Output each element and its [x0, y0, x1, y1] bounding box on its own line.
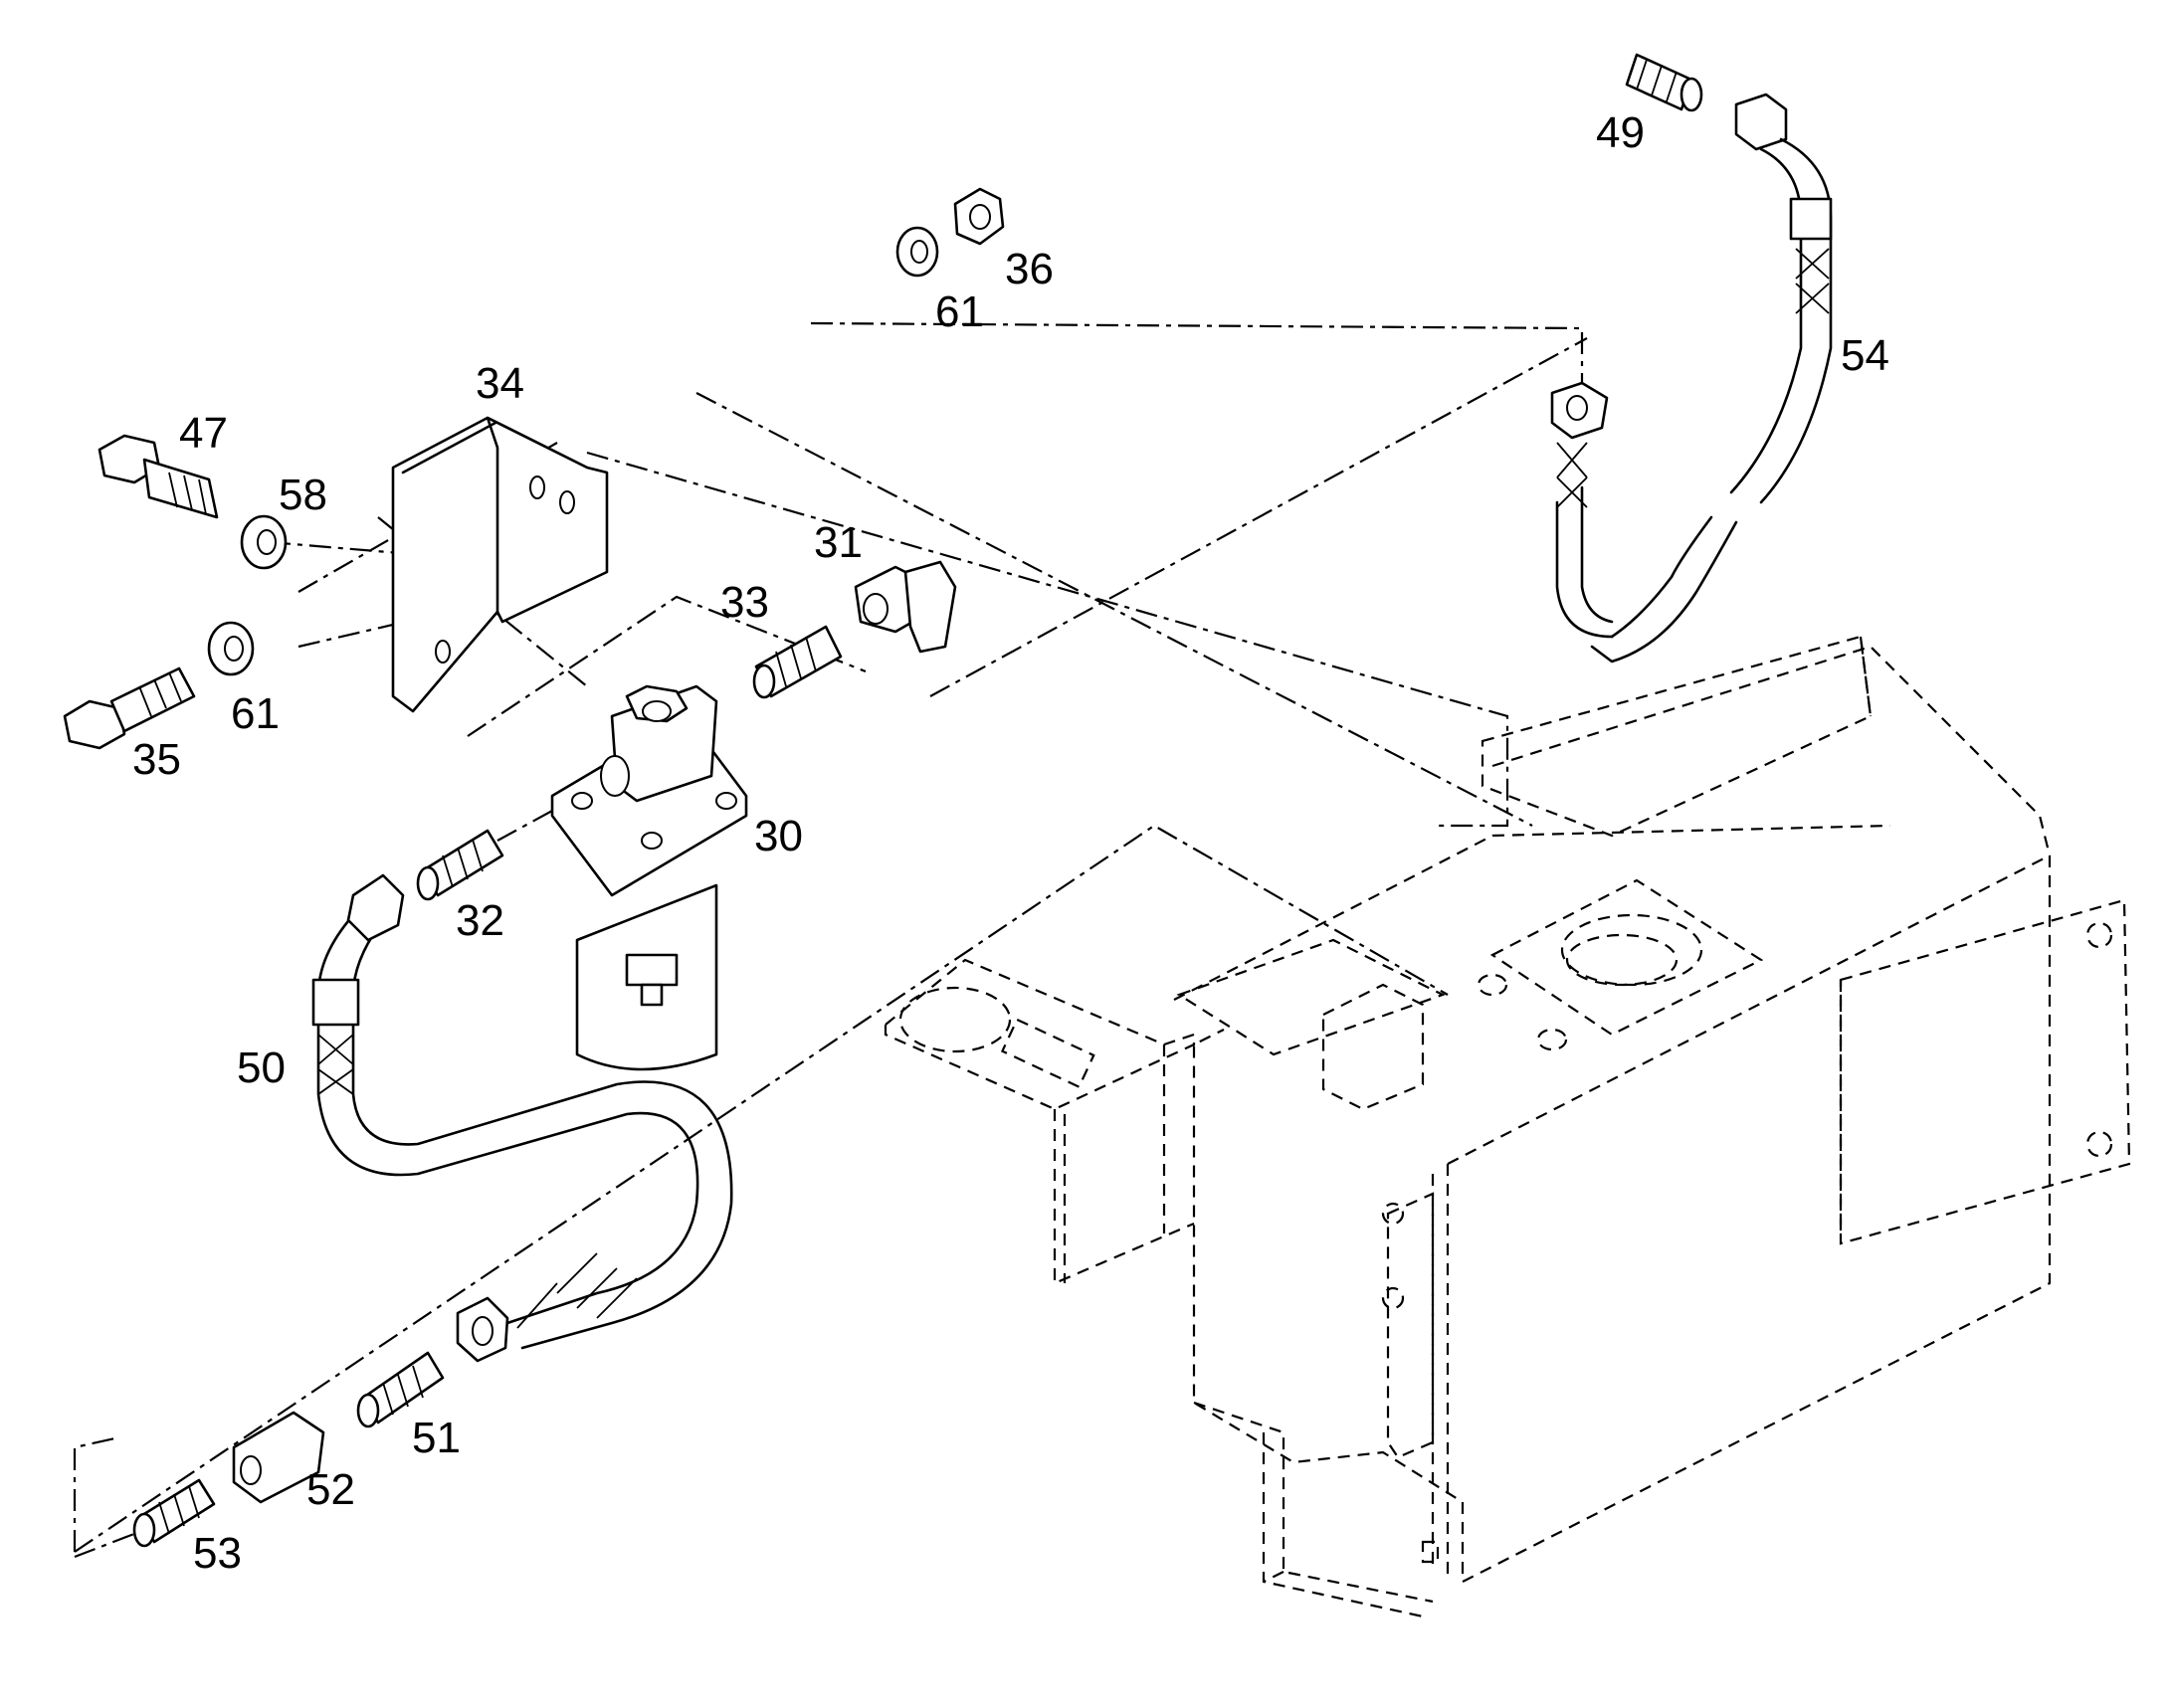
- fitting-33: [752, 625, 843, 699]
- washer-61-lower: [207, 621, 255, 676]
- label-32: 32: [456, 896, 504, 945]
- label-30: 30: [754, 812, 803, 860]
- fuel-tank: [884, 635, 2131, 1618]
- part-labels: 30 31 32 33 34 35 36 47 49 50 51 52 53 5…: [132, 108, 1889, 1578]
- label-58: 58: [279, 471, 327, 519]
- label-31: 31: [814, 518, 863, 567]
- label-34: 34: [476, 359, 524, 408]
- hose-assembly-54: [1550, 93, 1833, 664]
- fitting-49: [1625, 53, 1703, 112]
- hose-assembly-50: [311, 873, 733, 1363]
- fuel-filter-valve: [550, 684, 748, 1071]
- bolt-35: [63, 666, 196, 750]
- nut-36: [953, 187, 1005, 246]
- fitting-53: [132, 1478, 216, 1548]
- fitting-32: [416, 829, 504, 901]
- washer-61-upper: [895, 226, 939, 278]
- mounting-bracket: [391, 416, 609, 713]
- label-49: 49: [1596, 108, 1645, 157]
- label-61-upper: 61: [935, 287, 984, 336]
- label-33: 33: [720, 578, 769, 627]
- fitting-51: [356, 1351, 445, 1428]
- label-52: 52: [306, 1465, 355, 1514]
- label-53: 53: [193, 1529, 242, 1578]
- label-51: 51: [412, 1414, 461, 1462]
- coupling-52: [232, 1411, 325, 1504]
- label-61-lower: 61: [231, 689, 280, 738]
- elbow-fitting-31: [854, 560, 957, 654]
- label-50: 50: [237, 1044, 286, 1092]
- bolt-47: [98, 434, 219, 519]
- label-47: 47: [179, 409, 228, 458]
- label-54: 54: [1841, 331, 1889, 380]
- washer-58: [240, 514, 288, 570]
- label-36: 36: [1005, 245, 1054, 293]
- label-35: 35: [132, 735, 181, 784]
